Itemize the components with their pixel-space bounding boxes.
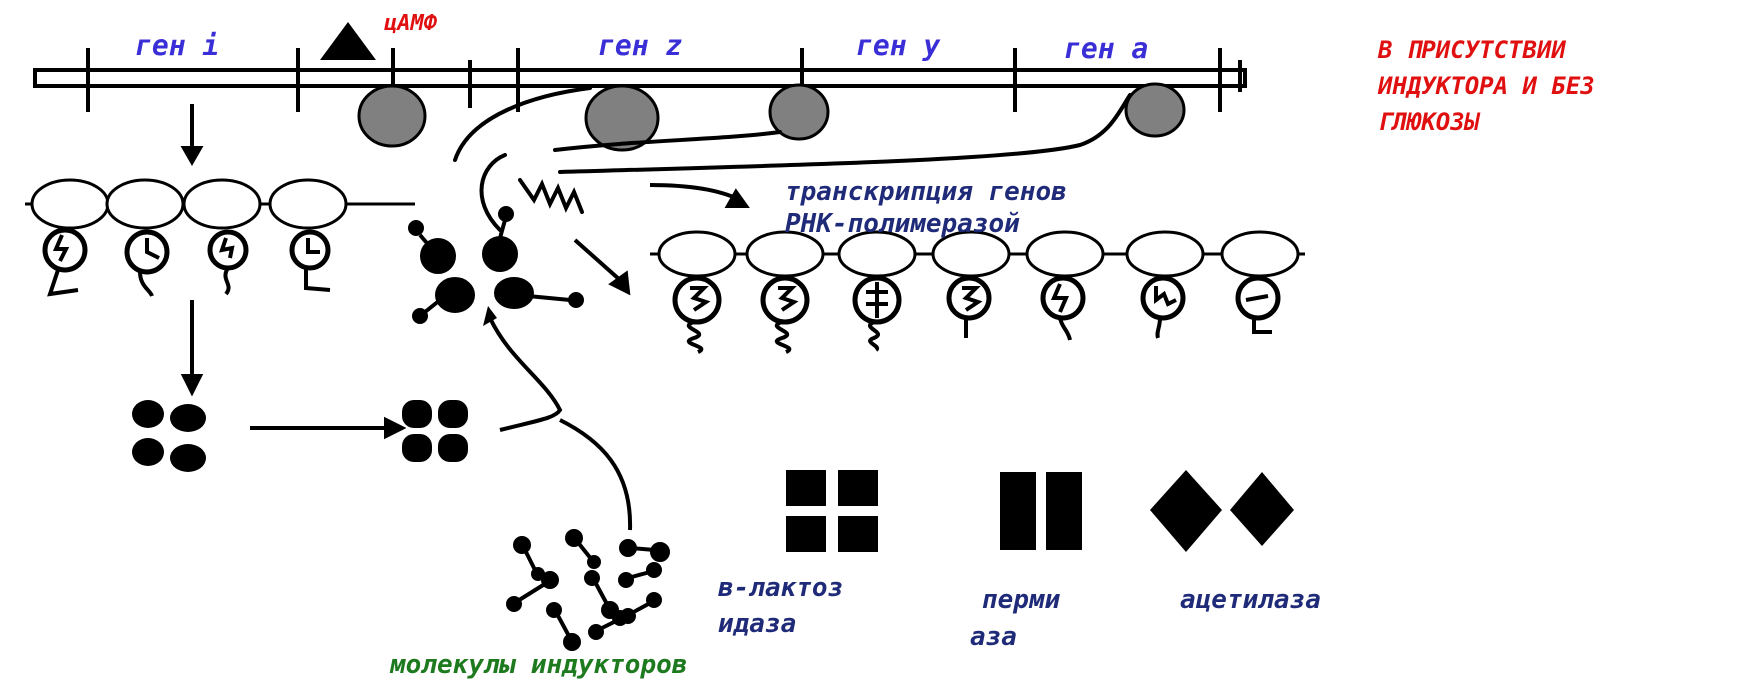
condition-line-3: ГЛЮКОЗЫ — [1378, 108, 1481, 136]
acetylase-shape — [1150, 470, 1294, 552]
binding-curve — [490, 318, 560, 430]
gene-y-label: ген y — [856, 29, 941, 62]
acetylase-label: ацетилаза — [1180, 585, 1321, 615]
gene-i-arrow — [184, 104, 200, 162]
galactosidase-shape — [786, 470, 878, 552]
translation-arrow — [184, 300, 200, 392]
repressor-tetramer — [132, 400, 206, 472]
inducers-label: молекулы индукторов — [389, 650, 687, 680]
right-ribosomes — [650, 232, 1305, 352]
permease-label-2: аза — [970, 622, 1017, 652]
galactosidase-label-1: в-лактоз — [718, 573, 843, 603]
permease-shape — [1000, 472, 1082, 550]
repressor-tetramer-2 — [402, 400, 468, 462]
permease-label-1: перми — [982, 585, 1061, 615]
camp-label: цАМФ — [384, 11, 438, 36]
transcription-line-1: транскрипция генов — [785, 177, 1067, 207]
camp-triangle-icon — [320, 22, 376, 60]
left-ribosomes — [25, 180, 415, 296]
galactosidase-label-2: идаза — [718, 609, 796, 639]
binding-arrowhead — [483, 306, 497, 326]
transcription-line-2: РНК-полимеразой — [785, 209, 1020, 239]
condition-line-1: В ПРИСУТСТВИИ — [1377, 36, 1566, 64]
gene-a-label: ген a — [1064, 32, 1148, 65]
repressor-arrow — [250, 420, 402, 436]
gene-z-label: ген z — [598, 29, 682, 62]
gene-i-label: ген i — [135, 29, 219, 62]
inducer-path — [560, 420, 630, 530]
inducer-molecules — [508, 531, 668, 649]
polymerase-circles — [359, 84, 1184, 150]
condition-line-2: ИНДУКТОРА И БЕЗ — [1377, 72, 1595, 100]
